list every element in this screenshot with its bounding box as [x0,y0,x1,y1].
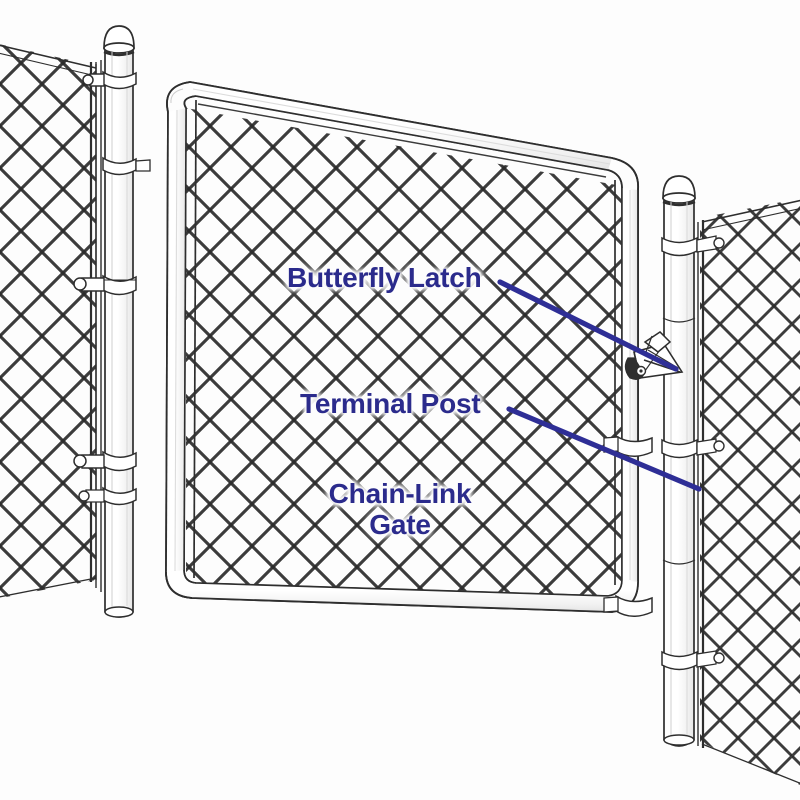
leader-line-butterfly-latch [497,279,679,372]
left-fence-panel [0,42,97,600]
leader-line-terminal-post [506,406,702,492]
gate-mesh-top-selvage [197,103,607,178]
left-post-hinge-upper[interactable] [82,70,137,90]
label-chain-link-gate: Chain-Link Gate [316,478,484,541]
right-post-tension-band-lower [661,650,725,671]
right-fence-panel [697,196,800,790]
left-post-hinge-mid[interactable] [73,274,137,296]
label-chain-link-gate-line1: Chain-Link [328,478,472,509]
left-post-hinge-lower[interactable] [73,450,137,472]
label-butterfly-latch: Butterfly Latch [287,262,482,293]
gate-mesh [186,108,622,600]
right-terminal-post [662,175,696,747]
gate-frame [165,81,639,613]
gate-corner-top-left [166,81,197,113]
gate-tension-bar-left [193,99,197,579]
left-post-band-lowest [78,486,137,506]
gate-corner-top-right [607,157,639,191]
leader-lines [497,279,702,492]
gate-rest-band-lower [603,594,653,617]
right-post-tension-band-upper [661,235,725,257]
gate-corner-bottom-left [165,569,197,599]
gate-rest-band-upper [603,434,653,457]
left-post-brace-band [102,156,151,176]
right-post-tension-band-mid [661,438,725,459]
label-chain-link-gate-line2: Gate [369,509,431,541]
label-terminal-post: Terminal Post [300,388,481,419]
left-terminal-post [103,25,135,618]
